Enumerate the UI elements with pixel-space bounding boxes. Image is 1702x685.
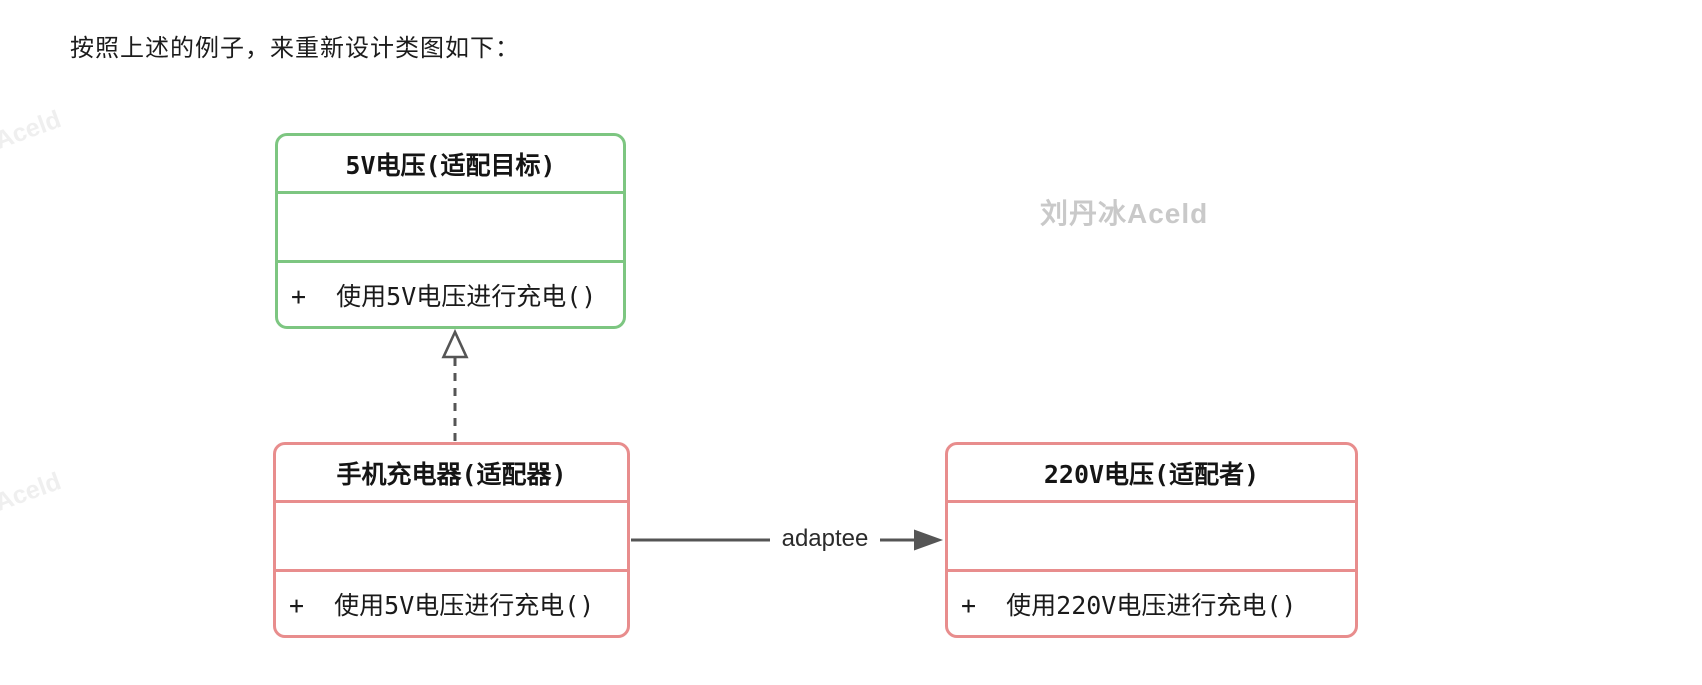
class-box-adaptee: 220V电压(适配者) + 使用220V电压进行充电() bbox=[945, 442, 1358, 638]
class-box-target: 5V电压(适配目标) + 使用5V电压进行充电() bbox=[275, 133, 626, 329]
class-adaptee-attributes bbox=[948, 500, 1355, 569]
page-title: 按照上述的例子，来重新设计类图如下： bbox=[70, 35, 520, 62]
class-adaptee-method: + 使用220V电压进行充电() bbox=[948, 569, 1355, 635]
class-box-adapter: 手机充电器(适配器) + 使用5V电压进行充电() bbox=[273, 442, 630, 638]
watermark-author: 刘丹冰Aceld bbox=[1040, 198, 1209, 229]
class-adapter-method: + 使用5V电压进行充电() bbox=[276, 569, 627, 635]
filled-arrowhead bbox=[914, 529, 943, 551]
association-label: adaptee bbox=[770, 525, 880, 553]
class-adapter-name: 手机充电器(适配器) bbox=[336, 459, 567, 489]
hollow-triangle-arrowhead bbox=[441, 328, 469, 359]
class-adapter-attributes bbox=[276, 500, 627, 569]
class-target-name: 5V电压(适配目标) bbox=[345, 150, 556, 180]
watermark-corner-bottom: Aceld bbox=[0, 467, 65, 517]
watermark-corner-top: Aceld bbox=[0, 105, 65, 155]
class-target-attributes bbox=[278, 191, 623, 260]
class-adaptee-name: 220V电压(适配者) bbox=[1043, 459, 1260, 489]
class-target-method: + 使用5V电压进行充电() bbox=[278, 260, 623, 326]
